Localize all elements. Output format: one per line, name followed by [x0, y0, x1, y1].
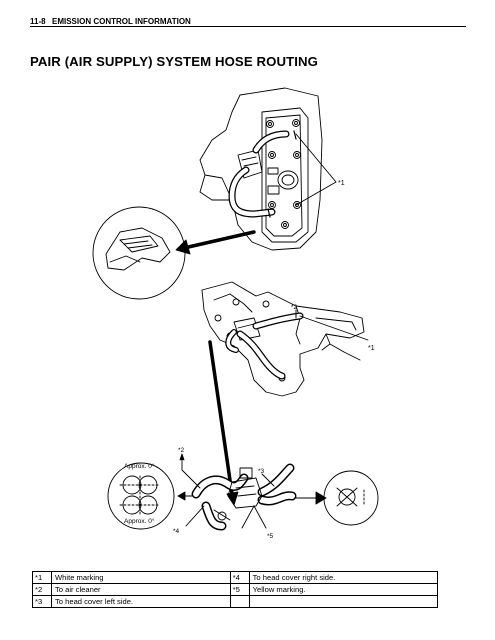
callout-1-top: *1: [338, 180, 345, 187]
legend-value: To head cover right side.: [248, 571, 439, 584]
detail-circle-right: [323, 470, 379, 526]
legend-row: *3 To head cover left side.: [32, 595, 439, 608]
legend-table: *1 White marking *4 To head cover right …: [32, 571, 439, 608]
section-title: EMISSION CONTROL INFORMATION: [52, 17, 191, 26]
detail-hose-assembly: [191, 463, 297, 531]
callout-5: *5: [267, 533, 274, 540]
callout-1-middle: *1: [368, 345, 375, 352]
approx-label-top: Approx. 0°: [124, 462, 155, 470]
callout-4: *4: [173, 528, 180, 535]
legend-key: *1: [32, 571, 52, 584]
engine-top-view: [199, 87, 323, 251]
page-number: 11-8: [30, 17, 46, 26]
legend-key: [229, 595, 250, 608]
callout-3: *3: [258, 468, 265, 475]
legend-key: *2: [32, 583, 52, 596]
detail-circle-left: [107, 462, 175, 530]
page-header: 11-8 EMISSION CONTROL INFORMATION: [30, 6, 466, 27]
detail-circle-top: [92, 206, 186, 300]
legend-key: *4: [229, 571, 250, 584]
legend-row: *2 To air cleaner *5 Yellow marking.: [32, 583, 439, 596]
legend-row: *1 White marking *4 To head cover right …: [32, 571, 439, 584]
approx-label-bottom: Approx. 0°: [124, 517, 155, 525]
legend-value: [248, 595, 439, 608]
callout-2-bottom: *2: [178, 447, 185, 454]
legend-key: *3: [32, 595, 52, 608]
legend-value: To head cover left side.: [51, 595, 231, 608]
page-title: PAIR (AIR SUPPLY) SYSTEM HOSE ROUTING: [30, 54, 318, 69]
legend-value: Yellow marking.: [248, 583, 439, 596]
callout-2-middle: *2: [291, 304, 298, 311]
legend-key: *5: [229, 583, 250, 596]
legend-value: To air cleaner: [51, 583, 231, 596]
legend-value: White marking: [51, 571, 231, 584]
